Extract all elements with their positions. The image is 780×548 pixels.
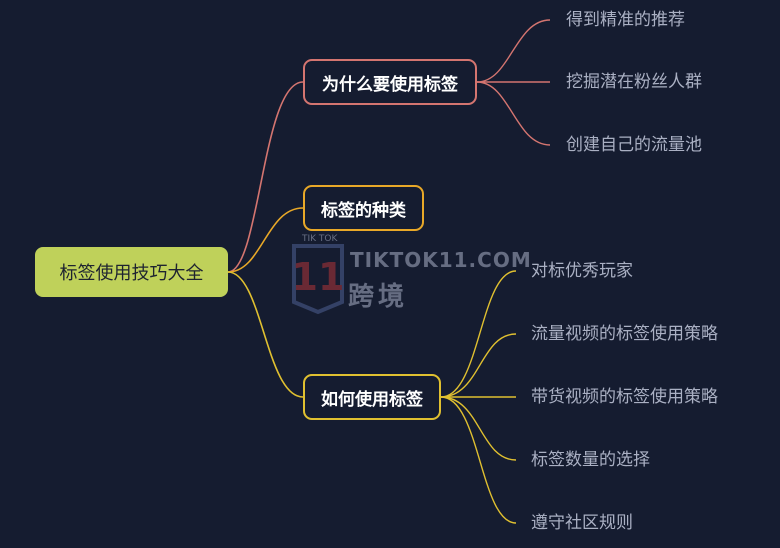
leaf-b3-3[interactable]: 带货视频的标签使用策略 — [531, 387, 718, 407]
link-b1-leaf-1 — [476, 19, 551, 83]
link-root-branch-3 — [227, 271, 304, 398]
link-root-branch-1 — [227, 81, 304, 273]
leaf-b3-2[interactable]: 流量视频的标签使用策略 — [531, 324, 718, 344]
link-b3-leaf-5 — [440, 396, 517, 524]
leaf-b1-3[interactable]: 创建自己的流量池 — [566, 135, 702, 155]
link-b3-leaf-2 — [440, 333, 517, 398]
watermark-logo-number: 11 — [292, 255, 345, 299]
branch-node-1[interactable]: 为什么要使用标签 — [303, 59, 477, 105]
watermark-logo-icon: 11 — [292, 244, 345, 315]
link-b3-leaf-4 — [440, 396, 517, 461]
watermark-cn: 跨境 — [348, 282, 409, 312]
leaf-b1-2[interactable]: 挖掘潜在粉丝人群 — [566, 72, 702, 92]
link-root-branch-2 — [227, 207, 304, 273]
leaf-b3-5[interactable]: 遵守社区规则 — [531, 513, 633, 533]
watermark-brand: TIKTOK11.COM — [350, 248, 532, 272]
root-node[interactable]: 标签使用技巧大全 — [35, 247, 228, 297]
watermark: 11 TIK TOK TIKTOK11.COM 跨境 — [290, 234, 531, 316]
watermark-small-text: TIK TOK — [302, 234, 338, 244]
leaf-b3-4[interactable]: 标签数量的选择 — [531, 450, 650, 470]
leaf-b1-1[interactable]: 得到精准的推荐 — [566, 10, 685, 30]
link-b1-leaf-3 — [476, 81, 551, 146]
leaf-b3-1[interactable]: 对标优秀玩家 — [531, 261, 633, 281]
branch-node-3[interactable]: 如何使用标签 — [303, 374, 441, 420]
link-b3-leaf-1 — [440, 270, 517, 398]
branch-node-2[interactable]: 标签的种类 — [303, 185, 424, 231]
